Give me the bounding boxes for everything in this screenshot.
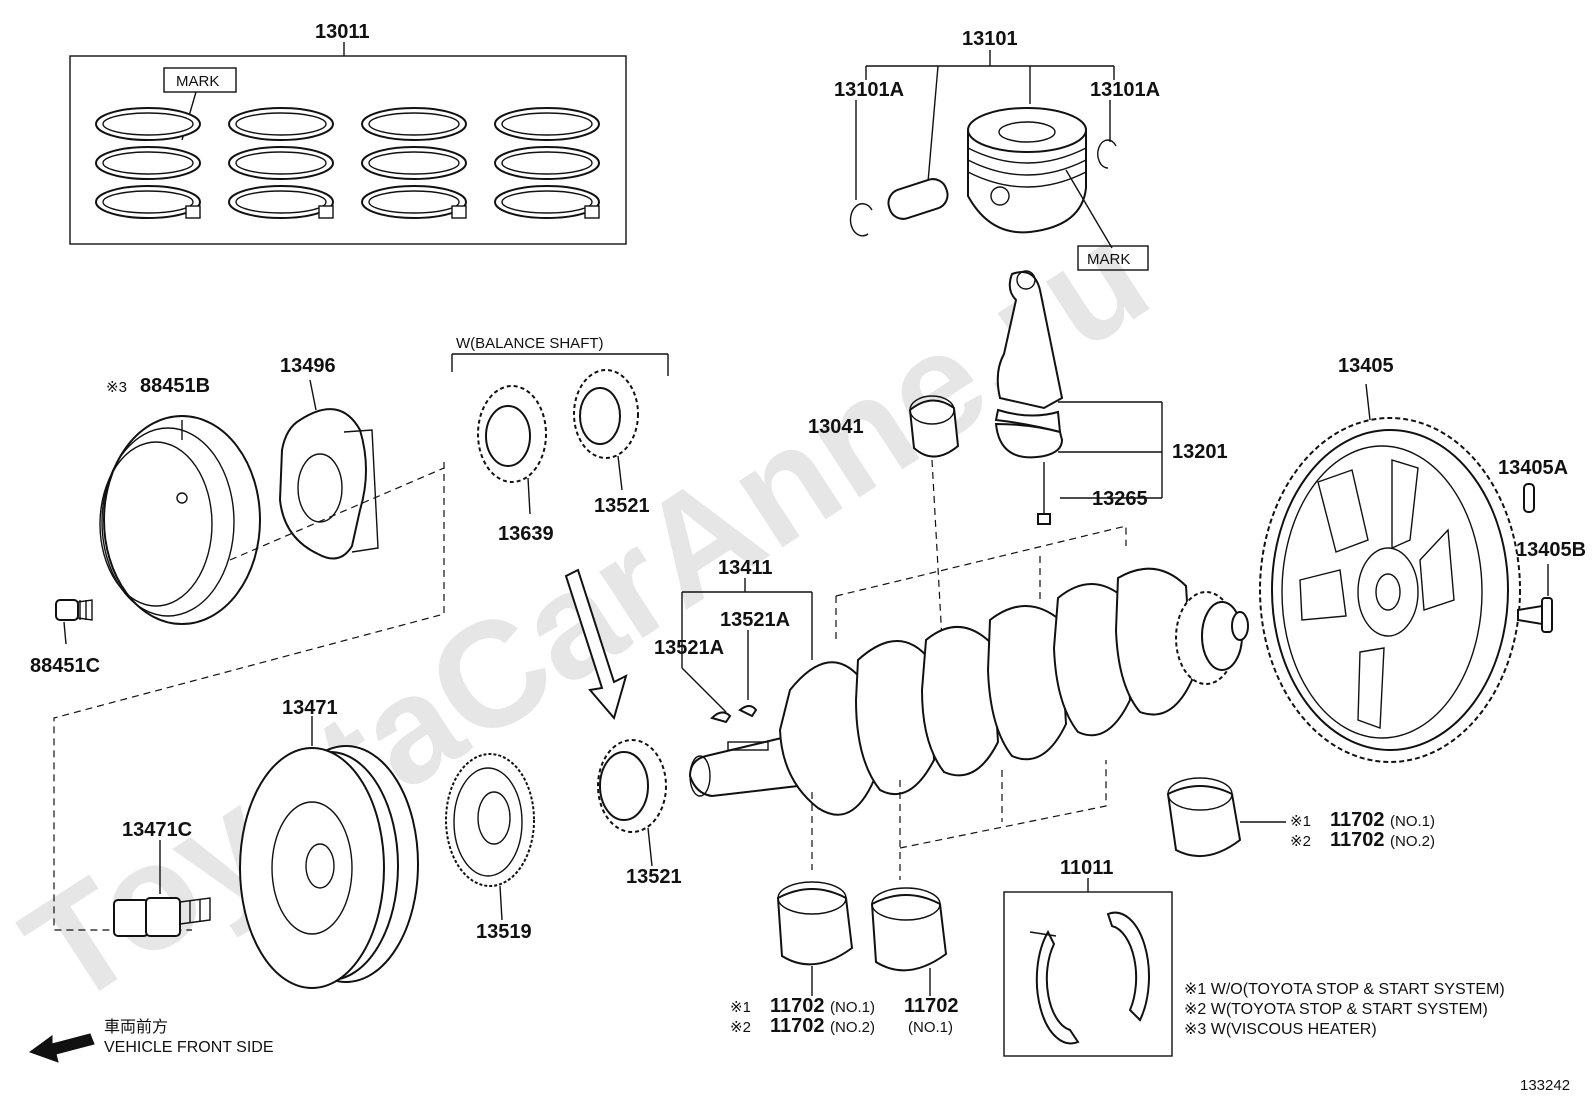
- label-13405b: 13405B: [1516, 539, 1586, 561]
- main-bearing-right: [1166, 777, 1286, 857]
- connecting-rod: [994, 270, 1163, 525]
- label-13521-top: 13521: [594, 495, 650, 517]
- label-13496: 13496: [280, 355, 336, 377]
- label-11011: 11011: [1060, 857, 1113, 879]
- label-13519: 13519: [476, 921, 532, 943]
- gear-13519: [445, 753, 535, 921]
- label-13265: 13265: [1092, 488, 1148, 510]
- label-r-no1: (NO.1): [1390, 813, 1435, 830]
- label-13101: 13101: [962, 28, 1018, 50]
- label-13639: 13639: [498, 523, 554, 545]
- pulley-88451b: [55, 415, 261, 645]
- label-b-mark2: ※2: [730, 1019, 751, 1036]
- thrust-washers-11011: [1003, 878, 1173, 1057]
- legend-line-1: ※1 W/O(TOYOTA STOP & START SYSTEM): [1184, 981, 1505, 998]
- label-13405a: 13405A: [1498, 457, 1568, 479]
- label-88451c: 88451C: [30, 655, 100, 677]
- main-bearing-bottom-left: [776, 881, 854, 996]
- keys-13521a: [681, 578, 813, 724]
- label-13101a-left: 13101A: [834, 79, 904, 101]
- label-front-en: VEHICLE FRONT SIDE: [104, 1039, 274, 1056]
- label-b-no1: (NO.1): [830, 999, 875, 1016]
- bolt-13471c: [113, 840, 211, 937]
- main-bearing-bottom-center: [870, 887, 948, 996]
- label-13521a-2: 13521A: [654, 637, 724, 659]
- label-front-jp: 車両前方: [104, 1018, 168, 1036]
- piston-ring-set: [69, 42, 627, 245]
- label-balance-shaft: W(BALANCE SHAFT): [456, 335, 604, 352]
- label-13101a-right: 13101A: [1090, 79, 1160, 101]
- label-b-11702-1: 11702: [770, 995, 825, 1017]
- dashed-leaders-left: [53, 462, 445, 931]
- label-c-no1: (NO.1): [908, 1019, 953, 1036]
- label-c-11702: 11702: [904, 995, 959, 1017]
- label-13521a-1: 13521A: [720, 609, 790, 631]
- plate-13496: [278, 379, 379, 560]
- rod-bearing-13041: [908, 395, 960, 641]
- crank-pulley-13471: [239, 716, 419, 989]
- dashed-leaders-crank: [811, 525, 1127, 880]
- crankshaft-13411: [688, 567, 1249, 816]
- label-mark-piston: MARK: [1087, 251, 1130, 268]
- legend: ※1 W/O(TOYOTA STOP & START SYSTEM) ※2 W(…: [1184, 981, 1505, 1038]
- label-13011: 13011: [315, 21, 370, 43]
- label-mark-rings: MARK: [176, 73, 219, 90]
- balance-shaft-gears: [451, 353, 669, 515]
- label-13405: 13405: [1338, 355, 1394, 377]
- label-13201: 13201: [1172, 441, 1228, 463]
- label-b-mark1: ※1: [730, 999, 751, 1016]
- label-r-mark1: ※1: [1290, 813, 1311, 830]
- label-note3: ※3: [106, 379, 127, 396]
- label-b-no2: (NO.2): [830, 1019, 875, 1036]
- drive-plate-13405: [1259, 383, 1553, 763]
- legend-line-3: ※3 W(VISCOUS HEATER): [1184, 1021, 1377, 1038]
- label-r-11702-1: 11702: [1330, 809, 1385, 831]
- label-13471c: 13471C: [122, 819, 192, 841]
- label-13471: 13471: [282, 697, 338, 719]
- legend-line-2: ※2 W(TOYOTA STOP & START SYSTEM): [1184, 1001, 1488, 1018]
- label-13041: 13041: [808, 416, 864, 438]
- label-88451b: 88451B: [140, 375, 210, 397]
- label-r-no2: (NO.2): [1390, 833, 1435, 850]
- label-r-mark2: ※2: [1290, 833, 1311, 850]
- label-b-11702-2: 11702: [770, 1015, 825, 1037]
- label-13521-bottom: 13521: [626, 866, 682, 888]
- install-arrow: [564, 568, 628, 721]
- piston-assembly: [849, 50, 1149, 271]
- figure-number: 133242: [1520, 1077, 1570, 1094]
- sprocket-13521: [597, 739, 667, 867]
- vehicle-front-arrow: [28, 1033, 95, 1063]
- label-r-11702-2: 11702: [1330, 829, 1385, 851]
- label-13411: 13411: [718, 557, 773, 579]
